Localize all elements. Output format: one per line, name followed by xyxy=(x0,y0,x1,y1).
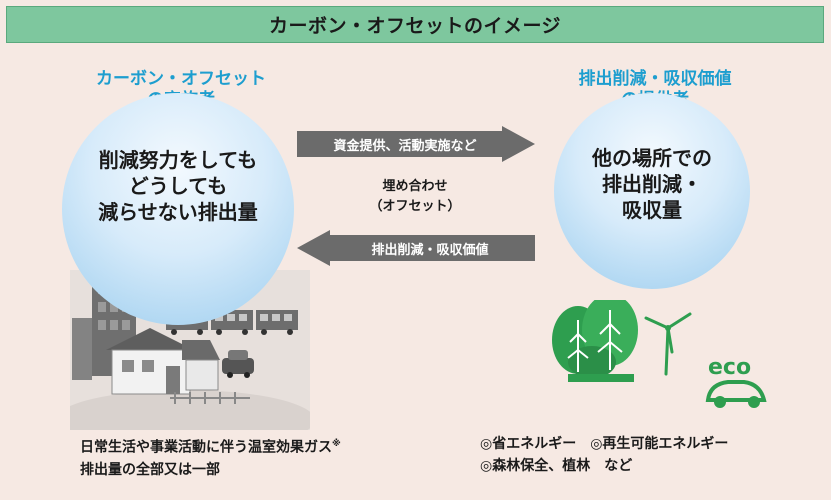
right-body-line1: 他の場所での xyxy=(592,146,712,170)
right-caption: ◎省エネルギー ◎再生可能エネルギー ◎森林保全、植林 など xyxy=(480,433,728,477)
left-body-line1: 削減努力をしても xyxy=(98,148,258,172)
right-body-line2: 排出削減・ xyxy=(602,172,702,196)
emitter-circle xyxy=(62,93,294,325)
left-body-line2: どうしても xyxy=(128,174,228,198)
left-circle-text: 削減努力をしても どうしても 減らせない排出量 xyxy=(62,147,294,225)
right-caption-line2: ◎森林保全、植林 など xyxy=(480,458,633,474)
right-body-line3: 吸収量 xyxy=(622,198,682,222)
eco-label: eco xyxy=(708,355,751,380)
title-bar: カーボン・オフセットのイメージ xyxy=(6,6,824,43)
left-caption: 日常生活や事業活動に伴う温室効果ガス※ 排出量の全部又は一部 xyxy=(80,433,341,481)
right-caption-line1: ◎省エネルギー ◎再生可能エネルギー xyxy=(480,436,729,452)
forest-icon xyxy=(552,300,638,382)
eco-illustration: eco xyxy=(552,300,767,408)
left-arrow xyxy=(297,230,535,266)
right-arrow xyxy=(297,126,535,162)
provider-circle xyxy=(554,93,750,289)
left-body-line3: 減らせない排出量 xyxy=(98,200,258,224)
car-icon xyxy=(222,350,254,378)
funding-arrow-label: 資金提供、活動実施など xyxy=(333,139,477,154)
page-title: カーボン・オフセットのイメージ xyxy=(268,15,562,37)
offset-line2: （オフセット） xyxy=(369,199,461,214)
value-arrow-label: 排出削減・吸収価値 xyxy=(371,243,489,258)
left-caption-line1: 日常生活や事業活動に伴う温室効果ガス xyxy=(80,439,332,456)
left-caption-line2: 排出量の全部又は一部 xyxy=(80,461,220,478)
right-circle-text: 他の場所での 排出削減・ 吸収量 xyxy=(554,145,750,223)
house-icon xyxy=(106,328,220,395)
offset-label: 埋め合わせ （オフセット） xyxy=(340,177,490,217)
eco-car-icon: eco xyxy=(705,355,767,408)
right-role-line1: 排出削減・吸収価値 xyxy=(578,69,732,89)
offset-line1: 埋め合わせ xyxy=(382,179,448,194)
left-role-line1: カーボン・オフセット xyxy=(96,69,266,89)
wind-turbine-icon xyxy=(644,312,692,376)
footnote-mark: ※ xyxy=(332,439,341,449)
